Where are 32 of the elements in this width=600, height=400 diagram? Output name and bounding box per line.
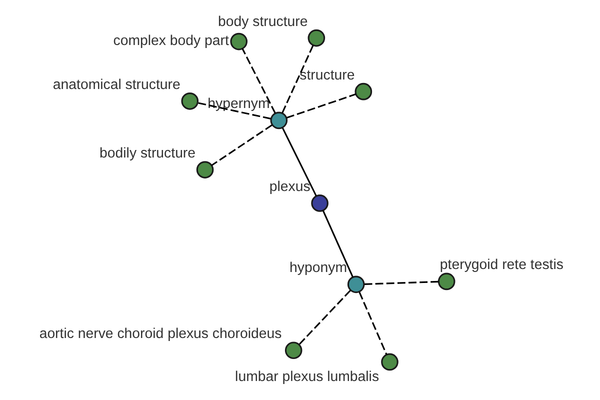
- node-circle: [230, 32, 248, 50]
- connector: [211, 124, 273, 166]
- connector: [298, 290, 351, 345]
- node-label: aortic nerve choroid plexus choroideus: [39, 326, 282, 342]
- node-circle: [196, 161, 214, 178]
- connector: [282, 128, 317, 196]
- connector: [322, 210, 354, 278]
- node-label: plexus: [269, 178, 310, 195]
- node-label: structure: [300, 67, 355, 84]
- connector: [242, 48, 276, 114]
- node-circle: [438, 272, 456, 290]
- node-label: complex body part: [113, 33, 229, 50]
- node-circle: [347, 276, 365, 294]
- node-circle: [284, 342, 302, 360]
- node-label: hyponym: [290, 260, 348, 276]
- connector: [282, 45, 314, 114]
- node-label: lumbar plexus lumbalis: [235, 369, 380, 386]
- connector: [198, 102, 271, 120]
- node-label: bodily structure: [100, 146, 196, 162]
- connector: [364, 280, 439, 285]
- node-circle: [311, 194, 328, 212]
- node-circle: [308, 29, 326, 47]
- node-circle: [354, 82, 372, 100]
- node-label: body structure: [218, 14, 308, 30]
- connector: [358, 292, 388, 356]
- node-circle: [181, 92, 199, 110]
- node-label: anatomical structure: [52, 76, 180, 93]
- node-circle: [270, 112, 288, 130]
- node-circle: [381, 353, 398, 371]
- node-label: pterygoid rete testis: [440, 257, 564, 274]
- node-label: hypernym: [208, 96, 270, 112]
- connector: [286, 93, 356, 119]
